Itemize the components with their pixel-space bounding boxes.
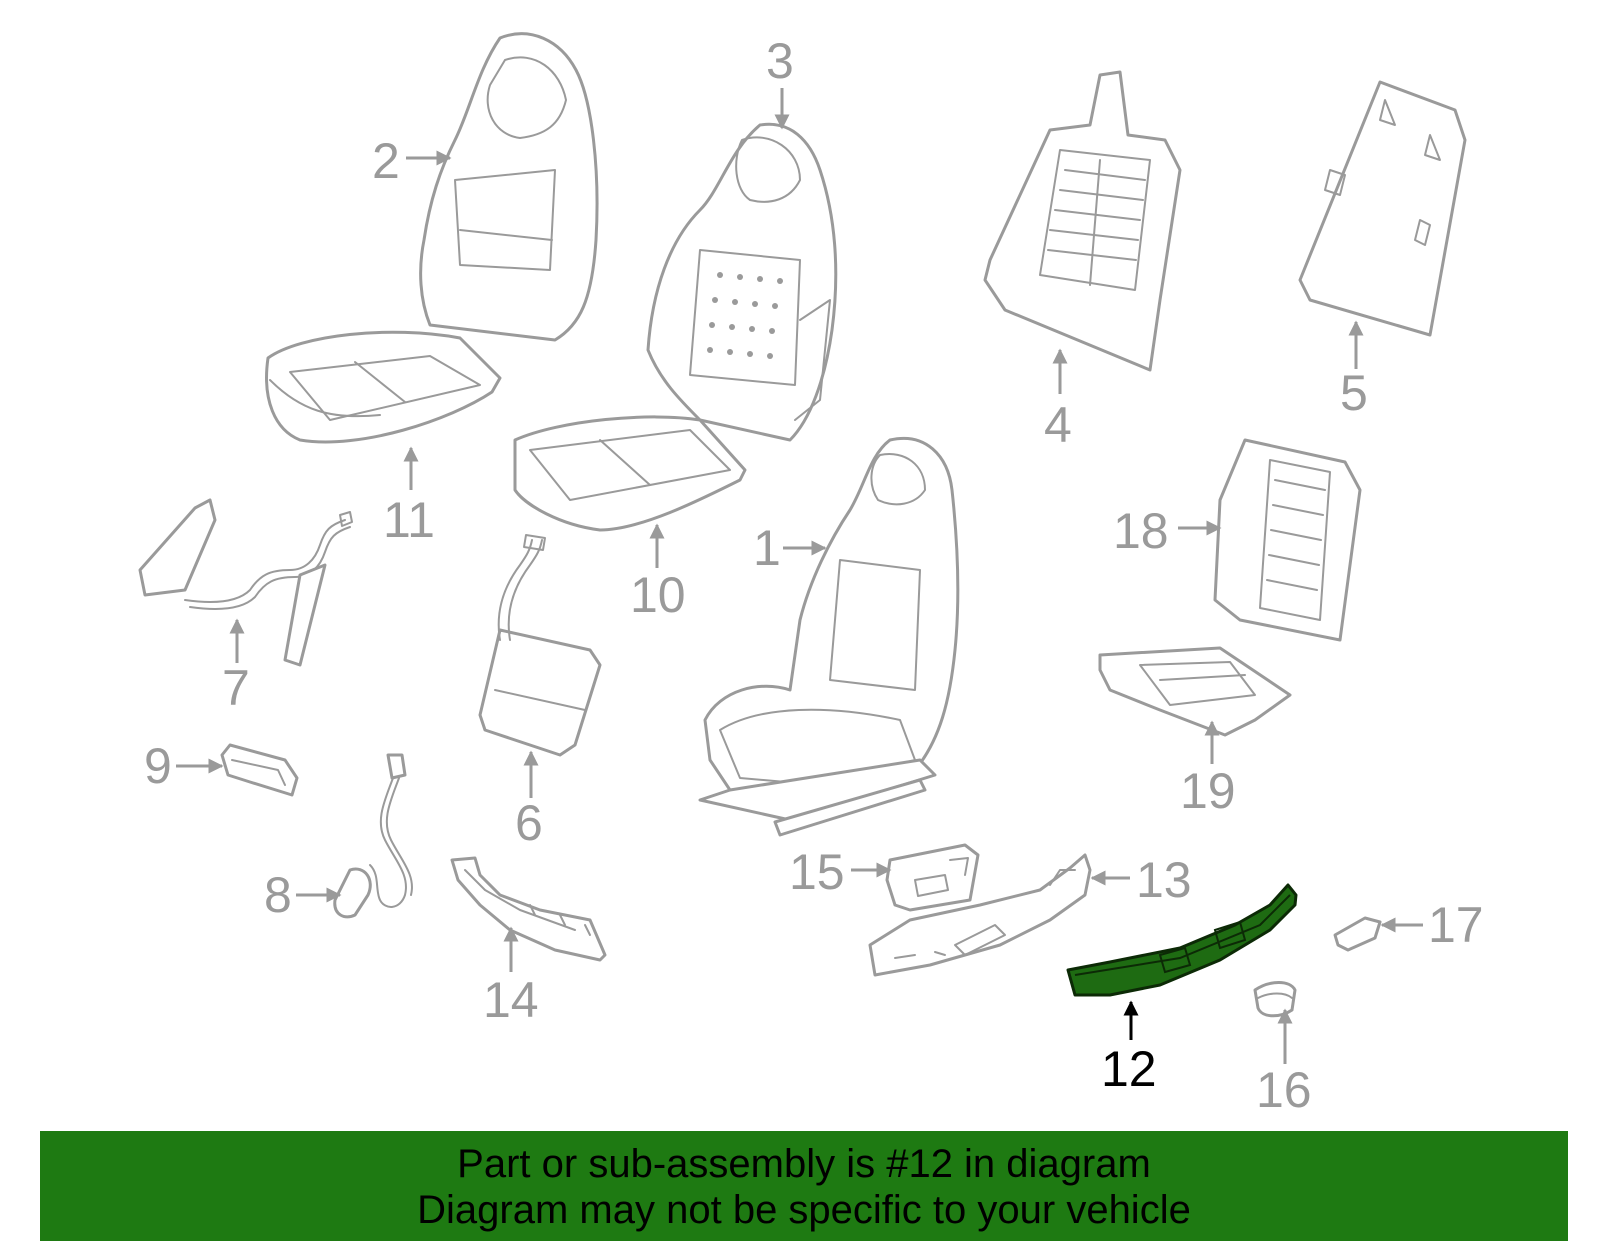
- part-5-back-panel: [1298, 80, 1467, 337]
- label-5: 5: [1340, 365, 1368, 421]
- label-6: 6: [515, 795, 543, 851]
- label-13: 13: [1136, 852, 1192, 908]
- part-6-heater-mat: [478, 534, 602, 757]
- label-1: 1: [753, 520, 781, 576]
- banner-part-note: Part or sub-assembly is #12 in diagram: [457, 1142, 1151, 1186]
- part-7-harness: [138, 498, 353, 667]
- label-2: 2: [372, 133, 400, 189]
- part-3-perforations: [707, 272, 783, 359]
- info-banner: Part or sub-assembly is #12 in diagram D…: [40, 1131, 1568, 1241]
- label-15: 15: [789, 844, 845, 900]
- part-3-perforated-seat-back: [646, 122, 838, 442]
- part-10-seat-cushion: [513, 415, 747, 532]
- label-18: 18: [1113, 503, 1169, 559]
- part-13-outer-side-trim: [868, 853, 1092, 977]
- part-12-inner-side-trim: [1066, 883, 1298, 997]
- part-19-cushion-heater-pad: [1098, 646, 1292, 737]
- label-7: 7: [222, 660, 250, 716]
- label-14: 14: [483, 972, 539, 1028]
- callout-labels: 1 2 3 4 5 6 7 8 9 10 11 12 13 14 15 16 1…: [144, 33, 1484, 1118]
- part-1-seat-assembly: [698, 437, 960, 837]
- part-2-seat-back-cover: [419, 32, 599, 342]
- label-4: 4: [1044, 397, 1072, 453]
- part-16-knob: [1253, 981, 1297, 1018]
- label-9: 9: [144, 738, 172, 794]
- part-8-sensor-harness: [333, 753, 413, 919]
- label-11: 11: [383, 492, 435, 548]
- label-8: 8: [264, 867, 292, 923]
- label-16: 16: [1256, 1062, 1312, 1118]
- label-12: 12: [1101, 1041, 1157, 1097]
- parts-diagram: 1 2 3 4 5 6 7 8 9 10 11 12 13 14 15 16 1…: [138, 32, 1484, 1118]
- part-17-cap: [1333, 916, 1382, 952]
- label-19: 19: [1180, 763, 1236, 819]
- label-17: 17: [1428, 897, 1484, 953]
- part-18-back-heater-pad: [1213, 438, 1362, 642]
- part-4-seat-back-frame: [983, 70, 1182, 372]
- label-3: 3: [766, 33, 794, 89]
- part-9-bracket: [220, 743, 299, 797]
- leader-lines: [176, 88, 1423, 1064]
- label-10: 10: [630, 567, 686, 623]
- banner-disclaimer: Diagram may not be specific to your vehi…: [417, 1188, 1191, 1232]
- part-11-seat-cushion-cover: [265, 330, 502, 444]
- part-14-side-trim: [450, 856, 607, 962]
- part-15-switch-module: [885, 843, 980, 912]
